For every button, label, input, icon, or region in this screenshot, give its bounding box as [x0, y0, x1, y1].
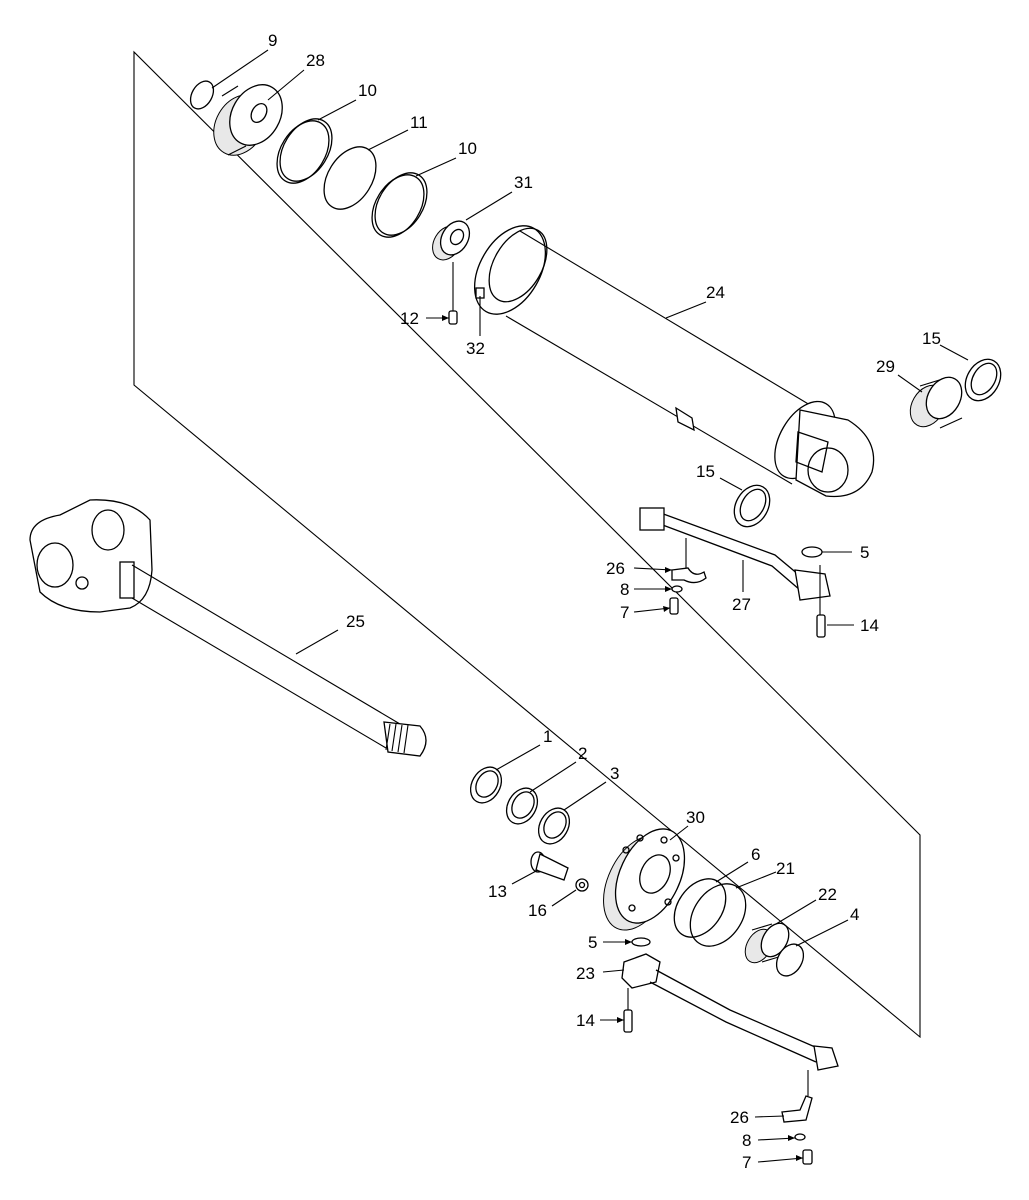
- callout-labels: 9 28 10 11 10 31 24 12 32 15 29 15 5 26 …: [268, 31, 941, 1172]
- part-7-bolt-b: [802, 1149, 813, 1165]
- part-6-o-ring: [673, 878, 727, 938]
- callout-15: 15: [922, 329, 941, 348]
- part-31-nut: [432, 220, 471, 261]
- callout-23: 23: [576, 964, 595, 983]
- callout-24: 24: [706, 283, 725, 302]
- part-30-rod-cover: [603, 828, 686, 931]
- callout-22: 22: [818, 885, 837, 904]
- part-26-clamp-b: [781, 1070, 813, 1123]
- callout-10: 10: [358, 81, 377, 100]
- callout-10: 10: [458, 139, 477, 158]
- part-29-bushing: [909, 376, 963, 429]
- callout-14: 14: [860, 616, 879, 635]
- part-25-piston-rod: [29, 499, 427, 757]
- callout-2: 2: [578, 744, 587, 763]
- part-1-seal: [469, 766, 503, 804]
- callout-29: 29: [876, 357, 895, 376]
- callout-4: 4: [850, 905, 859, 924]
- part-12-set-screw: [448, 262, 458, 325]
- part-8-washer-b: [794, 1133, 806, 1141]
- part-7-bolt-a: [669, 597, 679, 615]
- assembly-boundary: [133, 50, 921, 1039]
- callout-5: 5: [860, 543, 869, 562]
- callout-8: 8: [742, 1131, 751, 1150]
- callout-27: 27: [732, 595, 751, 614]
- callout-5: 5: [588, 933, 597, 952]
- part-27-pipe: [639, 507, 831, 638]
- callout-30: 30: [686, 808, 705, 827]
- callout-7: 7: [620, 603, 629, 622]
- callout-26: 26: [730, 1108, 749, 1127]
- callout-28: 28: [306, 51, 325, 70]
- part-26-clamp-a: [671, 538, 707, 584]
- callout-31: 31: [514, 173, 533, 192]
- part-13-bolt: [530, 851, 569, 881]
- part-28-piston: [213, 84, 283, 156]
- part-10-ring-a: [276, 118, 333, 184]
- leader-lines: [211, 49, 969, 1163]
- callout-32: 32: [466, 339, 485, 358]
- callout-3: 3: [610, 764, 619, 783]
- part-24-cylinder-tube: [473, 225, 875, 498]
- callout-21: 21: [776, 859, 795, 878]
- part-8-washer-a: [671, 585, 683, 593]
- part-15-dust-seal-b: [733, 484, 771, 528]
- part-15-dust-seal-a: [964, 358, 1002, 402]
- callout-26: 26: [606, 559, 625, 578]
- part-23-pipe: [621, 953, 839, 1071]
- part-9-o-ring: [189, 80, 215, 110]
- leader-arrowheads: [442, 315, 803, 1161]
- callout-6: 6: [751, 845, 760, 864]
- part-5-o-ring-b: [631, 937, 651, 947]
- callout-25: 25: [346, 612, 365, 631]
- part-16-washer: [575, 878, 589, 892]
- callout-1: 1: [543, 727, 552, 746]
- callout-11: 11: [410, 113, 428, 132]
- callout-12: 12: [400, 309, 419, 328]
- callout-15: 15: [696, 462, 715, 481]
- part-2-seal: [505, 787, 539, 825]
- callout-13: 13: [488, 882, 507, 901]
- part-11-ring: [323, 146, 377, 210]
- callout-7: 7: [742, 1153, 751, 1172]
- part-3-seal: [537, 807, 571, 845]
- callout-8: 8: [620, 580, 629, 599]
- part-22-bushing: [744, 922, 790, 964]
- part-10-ring-b: [371, 172, 428, 238]
- part-5-o-ring-a: [801, 546, 823, 558]
- callout-16: 16: [528, 901, 547, 920]
- callout-9: 9: [268, 31, 277, 50]
- callout-14: 14: [576, 1011, 595, 1030]
